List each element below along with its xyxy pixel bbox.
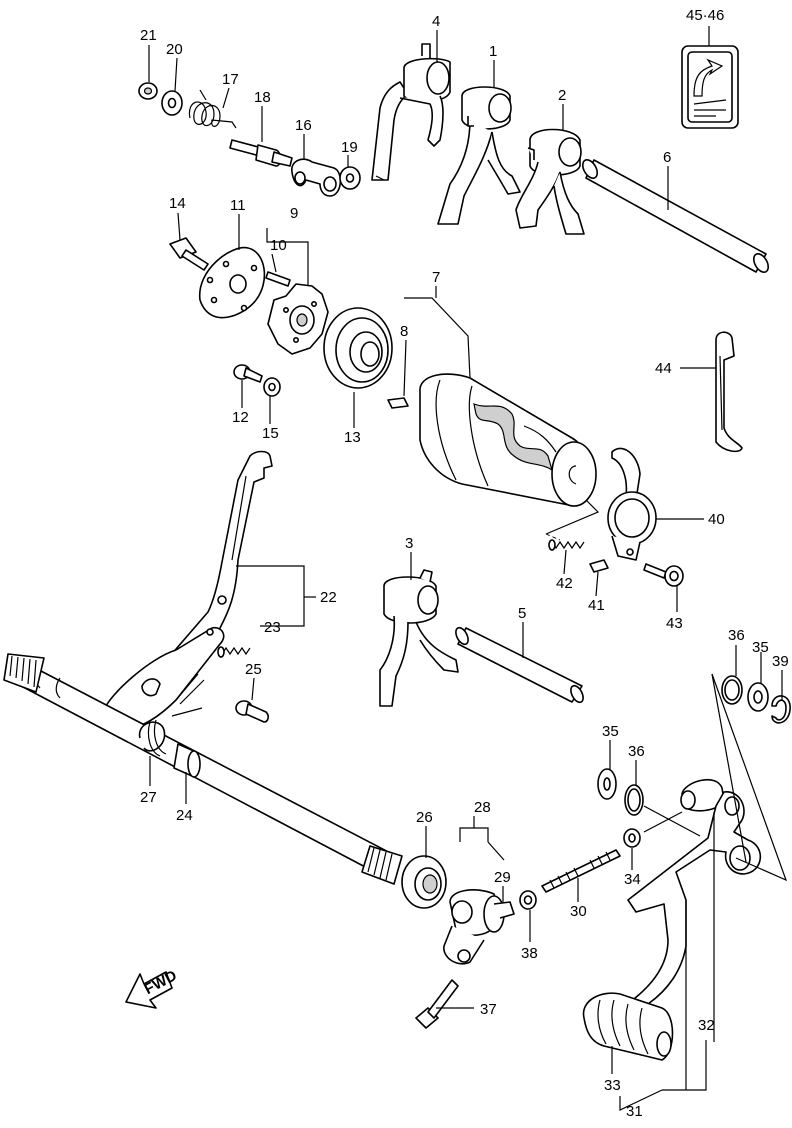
part-12-bolt xyxy=(233,364,263,383)
label-13: 13 xyxy=(344,429,361,446)
part-26-oil-seal xyxy=(401,855,447,909)
label-34: 34 xyxy=(624,871,641,888)
part-37-bolt xyxy=(415,979,459,1029)
part-13-bearing xyxy=(323,307,393,389)
label-15: 15 xyxy=(262,425,279,442)
label-12: 12 xyxy=(232,409,249,426)
label-43: 43 xyxy=(666,615,683,632)
part-19-washer xyxy=(339,166,361,190)
label-35-right: 35 xyxy=(752,639,769,656)
label-23: 23 xyxy=(264,619,281,636)
label-10: 10 xyxy=(270,237,287,254)
part-3-shift-fork xyxy=(379,569,459,707)
part-20-washer xyxy=(161,90,183,116)
label-24: 24 xyxy=(176,807,193,824)
part-30-rod xyxy=(541,849,621,893)
part-32-gearshift-lever xyxy=(627,778,762,1005)
label-30: 30 xyxy=(570,903,587,920)
label-45-46: 45·46 xyxy=(686,7,724,24)
label-38: 38 xyxy=(521,945,538,962)
part-35-washer xyxy=(597,768,617,800)
label-36-bottom: 36 xyxy=(628,743,645,760)
part-6-fork-shaft xyxy=(581,159,770,273)
part-29-joint xyxy=(443,889,515,965)
label-44: 44 xyxy=(655,360,672,377)
label-21: 21 xyxy=(140,27,157,44)
part-40-bearing-retainer xyxy=(607,447,657,561)
label-9: 9 xyxy=(290,205,298,222)
label-25: 25 xyxy=(245,661,262,678)
label-39: 39 xyxy=(772,653,789,670)
fwd-arrow-icon: FWD xyxy=(125,967,180,1009)
label-37: 37 xyxy=(480,1001,497,1018)
part-16-arm xyxy=(291,158,342,197)
label-22: 22 xyxy=(320,589,337,606)
label-40: 40 xyxy=(708,511,725,528)
part-23-spring xyxy=(217,646,251,658)
label-8: 8 xyxy=(400,323,408,340)
part-8-pin xyxy=(387,397,409,409)
label-33: 33 xyxy=(604,1077,621,1094)
part-22-gearshift-shaft xyxy=(3,450,403,885)
label-16: 16 xyxy=(295,117,312,134)
label-2: 2 xyxy=(558,87,566,104)
part-10-pin xyxy=(265,271,291,287)
part-43-bolt xyxy=(643,563,684,587)
part-25-bolt xyxy=(235,700,269,723)
label-7: 7 xyxy=(432,269,440,286)
part-14-bolt xyxy=(169,237,209,271)
part-42-spring xyxy=(548,539,585,551)
part-33-shift-rubber xyxy=(582,992,674,1061)
part-17-spring xyxy=(188,89,237,129)
part-9-cam xyxy=(267,283,329,355)
part-44-oil-guide xyxy=(715,331,743,453)
part-41-pin xyxy=(589,559,609,573)
label-18: 18 xyxy=(254,89,271,106)
part-36-ring xyxy=(624,784,644,816)
part-24-collar xyxy=(173,743,201,778)
part-7-gearshift-cam xyxy=(419,373,597,507)
part-45-46-label-plate xyxy=(681,45,739,129)
part-18-bolt xyxy=(229,139,293,167)
label-14: 14 xyxy=(169,195,186,212)
label-41: 41 xyxy=(588,597,605,614)
label-29: 29 xyxy=(494,869,511,886)
label-5: 5 xyxy=(518,605,526,622)
part-number-labels: 21 20 17 18 16 19 4 1 2 6 45·46 14 11 9 … xyxy=(140,7,789,1120)
part-35-washer-right xyxy=(747,682,769,712)
label-20: 20 xyxy=(166,41,183,58)
part-4-shift-fork xyxy=(371,43,451,181)
part-2-shift-fork xyxy=(515,128,585,235)
part-15-washer xyxy=(263,377,281,397)
label-26: 26 xyxy=(416,809,433,826)
label-36-right: 36 xyxy=(728,627,745,644)
label-3: 3 xyxy=(405,535,413,552)
label-6: 6 xyxy=(663,149,671,166)
label-28: 28 xyxy=(474,799,491,816)
part-36-ring-right xyxy=(721,675,743,705)
label-35-bottom: 35 xyxy=(602,723,619,740)
label-42: 42 xyxy=(556,575,573,592)
label-1: 1 xyxy=(489,43,497,60)
part-11-stopper-plate xyxy=(199,246,266,319)
part-21-nut xyxy=(138,82,158,100)
label-4: 4 xyxy=(432,13,440,30)
label-32: 32 xyxy=(698,1017,715,1034)
label-19: 19 xyxy=(341,139,358,156)
part-39-circlip xyxy=(771,695,791,724)
part-38-nut xyxy=(519,890,537,910)
label-31: 31 xyxy=(626,1103,643,1120)
part-5-fork-shaft xyxy=(455,626,584,704)
label-17: 17 xyxy=(222,71,239,88)
label-11: 11 xyxy=(230,197,246,214)
label-27: 27 xyxy=(140,789,157,806)
part-1-shift-fork xyxy=(437,86,521,225)
part-34-nut xyxy=(623,828,641,848)
